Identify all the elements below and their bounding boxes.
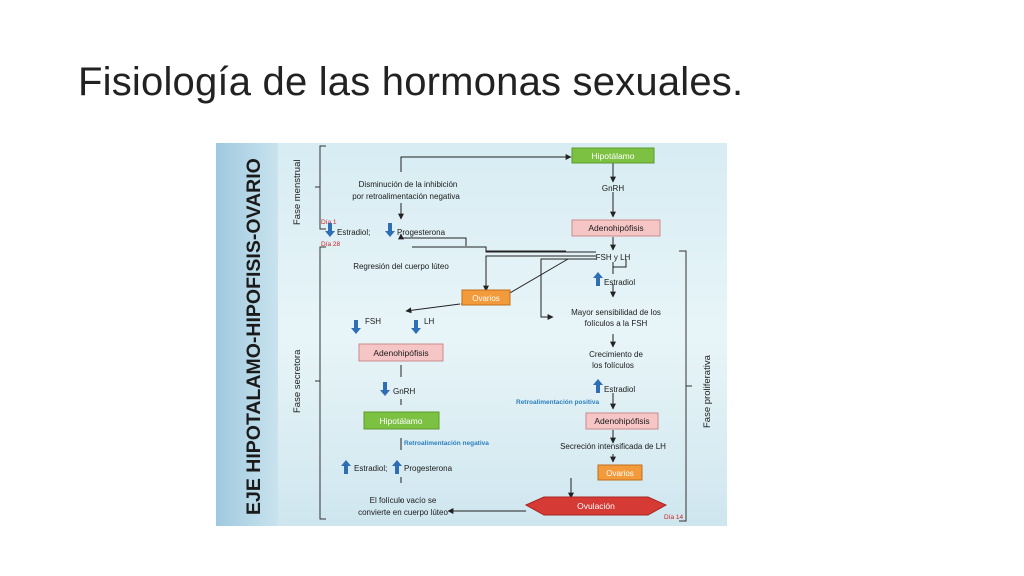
phase-proliferative-label: Fase proliferativa xyxy=(702,354,713,428)
hormone-axis-diagram: EJE HIPOTALAMO-HIPOFISIS-OVARIO Fase men… xyxy=(216,143,727,526)
label-sensibilidad-2: folículos a la FSH xyxy=(585,319,648,328)
box-ovarios-mid-label: Ovarios xyxy=(472,294,500,303)
label-fsh-lh: FSH y LH xyxy=(596,253,631,262)
box-adeno-top xyxy=(571,219,661,237)
label-estradiol-bottom: Estradiol; xyxy=(354,464,387,473)
label-estradiol-up: Estradiol xyxy=(604,278,635,287)
box-adeno-top-label: Adenohipófisis xyxy=(588,223,643,233)
box-adeno-left-label: Adenohipófisis xyxy=(373,348,428,358)
phase-secretory-label: Fase secretora xyxy=(292,349,303,413)
side-title: EJE HIPOTALAMO-HIPOFISIS-OVARIO xyxy=(243,158,265,515)
label-lh: LH xyxy=(424,317,434,326)
side-band xyxy=(216,143,278,526)
brace-secretory xyxy=(315,246,326,520)
label-estradiol-up2: Estradiol xyxy=(604,385,635,394)
box-hipotalamo-left xyxy=(363,411,440,430)
box-hipotalamo-top-label: Hipotálamo xyxy=(592,151,635,161)
label-foliculo-1: El folículo vacío se xyxy=(370,496,437,505)
label-group: Disminución de la inhibición por retroal… xyxy=(337,180,666,517)
box-hipotalamo-left-label: Hipotálamo xyxy=(380,416,423,426)
brace-menstrual xyxy=(315,145,326,230)
box-ovulacion-label: Ovulación xyxy=(577,501,615,511)
label-progesterona-bottom: Progesterona xyxy=(404,464,453,473)
box-ovulacion xyxy=(524,496,668,516)
diagram-background xyxy=(216,143,727,526)
label-foliculo-2: convierte en cuerpo lúteo xyxy=(358,508,448,517)
label-sensibilidad-1: Mayor sensibilidad de los xyxy=(571,308,661,317)
label-retro-pos: Retroalimentación positiva xyxy=(516,399,599,406)
label-gnrh-left: GnRH xyxy=(393,387,415,396)
label-retro-neg: Retroalimentación negativa xyxy=(404,440,489,447)
box-hipotalamo-top xyxy=(571,147,655,164)
label-gnrh-top: GnRH xyxy=(602,184,624,193)
day-14-label: Día 14 xyxy=(664,514,684,521)
label-disminucion-2: por retroalimentación negativa xyxy=(352,192,460,201)
label-secrecion: Secreción intensificada de LH xyxy=(560,442,666,451)
box-ovarios-bottom-label: Ovarios xyxy=(606,469,634,478)
label-estradiol-top: Estradiol; xyxy=(337,228,370,237)
brace-proliferative xyxy=(679,250,692,522)
box-adeno-left xyxy=(358,343,444,362)
day-28-label: Día 28 xyxy=(321,241,341,248)
label-crecimiento-1: Crecimiento de xyxy=(589,350,643,359)
label-crecimiento-2: los folículos xyxy=(592,361,634,370)
diagram-svg: EJE HIPOTALAMO-HIPOFISIS-OVARIO Fase men… xyxy=(216,143,727,526)
label-progesterona-top: Progesterona xyxy=(397,228,446,237)
hormone-arrows xyxy=(325,223,603,474)
box-ovarios-bottom xyxy=(597,464,643,481)
box-adeno-right xyxy=(585,412,659,430)
box-adeno-right-label: Adenohipófisis xyxy=(594,416,649,426)
phase-menstrual-label: Fase menstrual xyxy=(292,160,303,225)
box-ovarios-mid xyxy=(461,289,511,306)
day-1-label: Día 1 xyxy=(321,219,337,226)
label-regresion: Regresión del cuerpo lúteo xyxy=(353,262,449,271)
slide-title: Fisiología de las hormonas sexuales. xyxy=(78,60,744,104)
label-disminucion-1: Disminución de la inhibición xyxy=(359,180,458,189)
label-fsh: FSH xyxy=(365,317,381,326)
